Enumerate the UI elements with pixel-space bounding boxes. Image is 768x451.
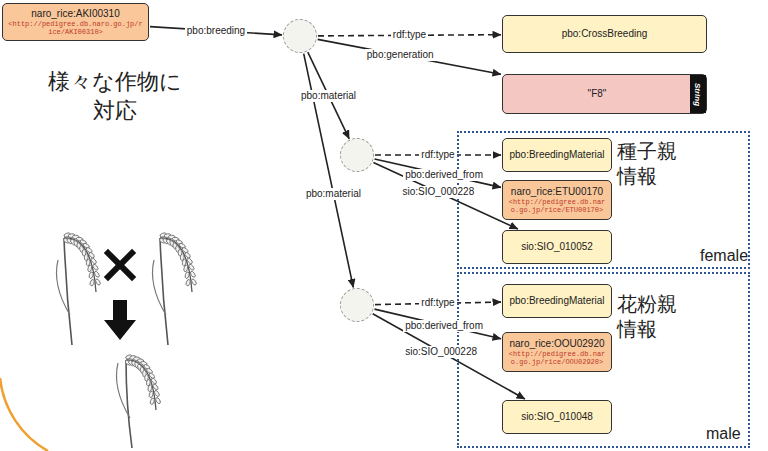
resource-box: naro_rice:ETU00170<http://pedigree.db.na… <box>502 180 612 220</box>
rice-grain <box>87 265 92 272</box>
datatype-text: String <box>694 82 703 105</box>
corner-arc <box>0 378 48 451</box>
connector-arrow <box>375 309 502 339</box>
connector-arrow <box>373 163 518 230</box>
edge-label: sio:SIO_000228 <box>401 186 477 198</box>
connector-arrow <box>375 159 501 187</box>
class-box: pbo:BreedingMaterial <box>502 284 612 318</box>
literal-box: "F8" String <box>502 74 707 114</box>
rice-grain <box>190 271 197 278</box>
edge-label: pbo:breeding <box>185 25 247 37</box>
rice-stem <box>64 238 72 345</box>
rice-grain <box>90 257 97 264</box>
sex-label: male <box>706 424 741 445</box>
group-title: 種子親 情報 <box>617 139 681 189</box>
rice-grain <box>147 385 152 392</box>
down-arrow <box>104 300 136 340</box>
rice-leaf <box>153 260 167 315</box>
edge-label: rdf:type <box>419 149 456 161</box>
resource-box: naro_rice:AKI00310<http://pedigree.db.na… <box>2 3 149 41</box>
rice-stem <box>160 238 168 345</box>
rice-stem <box>126 360 132 448</box>
uri-text: <http://pedigree.db.naro.go.jp/rice/AKI0… <box>8 20 143 36</box>
rice-grain <box>94 271 101 278</box>
rice-grain <box>184 252 191 259</box>
edge-label: rdf:type <box>391 29 428 41</box>
edge-label: pbo:derived_from <box>403 320 485 332</box>
edge-label: sio:SIO_000228 <box>403 346 479 358</box>
rice-grain <box>184 272 189 279</box>
edge-label: pbo:material <box>299 90 358 102</box>
rice-grain <box>183 265 188 272</box>
caption-note: 様々な作物に 対応 <box>40 68 190 125</box>
rice-grain <box>88 252 95 259</box>
uri-text: <http://pedigree.db.naro.go.jp/rice/ETU0… <box>508 198 606 214</box>
class-box: sio:SIO_010052 <box>502 230 612 264</box>
class-box: pbo:CrossBreeding <box>502 15 707 53</box>
rice-panicle <box>126 360 156 410</box>
node-text: naro_rice:AKI00310 <box>31 8 119 20</box>
rice-grain <box>88 272 93 279</box>
rice-leaf <box>117 363 131 418</box>
edge-label: rdf:type <box>419 297 456 309</box>
connector-arrow <box>318 39 501 74</box>
rice-grain <box>155 397 162 405</box>
rice-grain <box>186 257 193 264</box>
sex-label: female <box>700 246 748 267</box>
node-text: pbo:CrossBreeding <box>562 28 648 40</box>
rice-grain <box>153 390 160 397</box>
node-text: pbo:BreedingMaterial <box>509 149 604 161</box>
datatype-tag: String <box>690 75 706 113</box>
rice-grain <box>89 279 95 286</box>
rice-grain <box>152 383 159 390</box>
uri-text: <http://pedigree.db.naro.go.jp/rice/OOU0… <box>508 350 606 366</box>
node-text: sio:SIO_010048 <box>521 411 593 423</box>
rice-grain <box>150 377 157 384</box>
blank-node <box>283 19 317 53</box>
class-box: sio:SIO_010048 <box>502 400 612 434</box>
node-text: naro_rice:ETU00170 <box>511 186 603 198</box>
rice-grain <box>148 391 153 398</box>
group-title: 花粉親 情報 <box>617 292 681 342</box>
blank-node <box>340 138 374 172</box>
rice-grain <box>188 264 195 271</box>
rice-grain <box>191 278 198 286</box>
rice-grain <box>150 398 155 405</box>
node-text: pbo:BreedingMaterial <box>509 295 604 307</box>
group-region: 花粉親 情報 pbo:BreedingMaterial naro_rice:OOU0… <box>457 272 750 448</box>
node-text: "F8" <box>588 88 607 100</box>
rice-grain <box>185 279 191 286</box>
rice-leaf <box>57 260 71 315</box>
rice-panicle <box>160 238 192 292</box>
rice-panicle <box>64 238 96 292</box>
blank-node <box>340 288 374 322</box>
class-box: pbo:BreedingMaterial <box>502 138 612 172</box>
edge-label: pbo:derived_from <box>403 169 485 181</box>
rice-plants <box>57 232 198 448</box>
edge-label: pbo:material <box>304 188 363 200</box>
rice-grain <box>92 264 99 271</box>
edge-label: pbo:generation <box>365 49 436 61</box>
node-text: sio:SIO_010052 <box>521 241 593 253</box>
cross-mark <box>108 253 132 277</box>
node-text: naro_rice:OOU02920 <box>509 338 604 350</box>
resource-box: naro_rice:OOU02920<http://pedigree.db.na… <box>502 332 612 372</box>
rice-grain <box>95 278 102 286</box>
